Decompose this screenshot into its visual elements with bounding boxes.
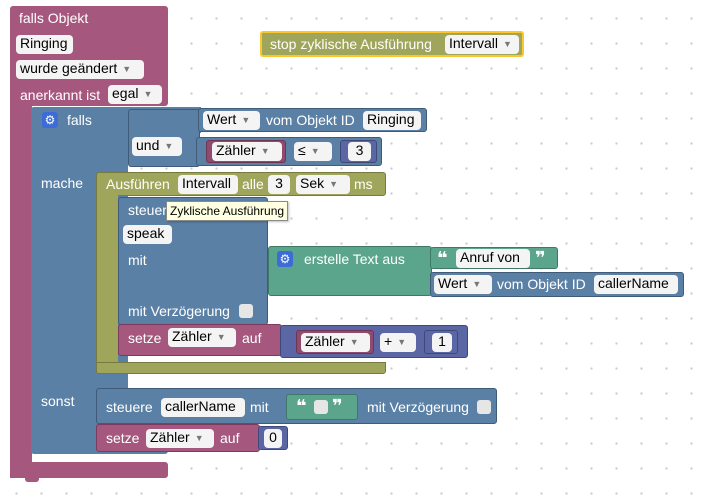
- and-label: und: [136, 137, 160, 153]
- trigger-footer: [10, 462, 168, 478]
- value-object-id-field[interactable]: Ringing: [363, 111, 421, 130]
- set-variable-dropdown[interactable]: Zähler ▼: [168, 328, 236, 347]
- close-quote-icon: ❞: [332, 396, 343, 416]
- else-delay-label: mit Verzögerung: [367, 399, 469, 415]
- interval-amount: 3: [275, 175, 283, 191]
- math-operator: +: [384, 333, 393, 349]
- trigger-object-id-field[interactable]: Ringing: [16, 35, 73, 54]
- set-label: setze: [128, 330, 162, 346]
- chevron-down-icon: ▼: [122, 64, 132, 74]
- interval-spine: [96, 194, 118, 370]
- else-control-label: steuere: [106, 399, 153, 415]
- text-object-id: callerName: [598, 275, 669, 291]
- math-operand-dropdown[interactable]: Zähler ▼: [301, 333, 370, 352]
- run-label: Ausführen: [106, 176, 170, 192]
- else-number-field[interactable]: 0: [264, 429, 282, 448]
- acknowledged-value: egal: [112, 85, 139, 101]
- else-set-to-label: auf: [220, 430, 240, 446]
- set-variable: Zähler: [172, 328, 212, 344]
- else-set-variable-dropdown[interactable]: Zähler ▼: [146, 429, 214, 448]
- open-quote-icon: ❝: [296, 396, 307, 416]
- else-label: sonst: [41, 393, 75, 409]
- control-delay-checkbox[interactable]: [239, 304, 253, 318]
- trigger-spine: [10, 100, 32, 478]
- control-target: speak: [127, 225, 165, 241]
- chevron-down-icon: ▼: [241, 115, 251, 125]
- interval-unit: Sek: [300, 175, 325, 191]
- text-gear-icon[interactable]: ⚙: [277, 251, 293, 267]
- chevron-down-icon: ▼: [397, 337, 407, 347]
- trigger-header: falls Objekt: [19, 10, 89, 26]
- interval-name-field[interactable]: Intervall: [178, 175, 238, 194]
- text-object-id-field[interactable]: callerName: [594, 275, 678, 294]
- control-delay-label: mit Verzögerung: [128, 303, 230, 319]
- else-set-variable: Zähler: [150, 429, 190, 445]
- every-label: alle: [242, 176, 264, 192]
- math-number-field[interactable]: 1: [432, 333, 452, 352]
- chevron-down-icon: ▼: [164, 141, 174, 151]
- and-dropdown[interactable]: und ▼: [132, 137, 182, 156]
- chevron-down-icon: ▼: [216, 332, 226, 342]
- trigger-changed-dropdown[interactable]: wurde geändert ▼: [16, 60, 144, 79]
- trigger-object-id: Ringing: [20, 35, 68, 51]
- text-literal: Anruf von: [460, 249, 520, 265]
- control-label: steuer: [128, 202, 167, 218]
- value-label: Wert: [207, 111, 237, 127]
- acknowledged-label: anerkannt ist: [20, 87, 101, 103]
- open-quote-icon: ❝: [437, 248, 448, 268]
- text-create-block[interactable]: [268, 246, 432, 296]
- stop-interval-name: Intervall: [449, 35, 499, 51]
- operator-dropdown[interactable]: ≤▼: [294, 142, 332, 161]
- counter-variable-label: Zähler: [216, 142, 256, 158]
- else-number: 0: [269, 429, 277, 445]
- else-control-with-label: mit: [250, 399, 269, 415]
- else-control-target-field[interactable]: callerName: [161, 398, 245, 417]
- interval-footer: [96, 362, 386, 374]
- chevron-down-icon: ▼: [194, 433, 204, 443]
- chevron-down-icon: ▼: [310, 146, 320, 156]
- chevron-down-icon: ▼: [329, 179, 339, 189]
- chevron-down-icon: ▼: [503, 39, 512, 49]
- acknowledged-dropdown[interactable]: egal ▼: [108, 85, 162, 104]
- text-value-dropdown[interactable]: Wert ▼: [434, 275, 492, 294]
- math-operator-dropdown[interactable]: +▼: [380, 333, 416, 352]
- interval-unit-dropdown[interactable]: Sek ▼: [296, 175, 350, 194]
- text-value-label: Wert: [438, 275, 468, 291]
- chevron-down-icon: ▼: [472, 279, 482, 289]
- control-with-label: mit: [128, 252, 147, 268]
- counter-variable-dropdown[interactable]: Zähler ▼: [212, 142, 282, 161]
- math-operand: Zähler: [305, 333, 345, 349]
- trigger-changed-label: wurde geändert: [20, 60, 118, 76]
- text-create-label: erstelle Text aus: [304, 251, 405, 267]
- empty-text-field[interactable]: [314, 400, 328, 414]
- stop-label: stop zyklische Ausführung: [270, 36, 432, 52]
- chevron-down-icon: ▼: [143, 89, 153, 99]
- value-dropdown[interactable]: Wert ▼: [203, 111, 260, 130]
- else-control-target: callerName: [165, 398, 236, 414]
- if-label: falls: [67, 112, 92, 128]
- else-delay-checkbox[interactable]: [477, 400, 491, 414]
- compare-number-field[interactable]: 3: [348, 142, 371, 161]
- ms-label: ms: [354, 176, 373, 192]
- compare-number: 3: [355, 142, 364, 158]
- control-target-field[interactable]: speak: [123, 225, 172, 244]
- value-object-id: Ringing: [367, 111, 415, 127]
- text-of-object-label: vom Objekt ID: [497, 276, 586, 292]
- if-gear-icon[interactable]: ⚙: [42, 112, 58, 128]
- math-number: 1: [438, 333, 446, 349]
- stop-interval-dropdown[interactable]: Intervall ▼: [445, 35, 519, 54]
- interval-amount-field[interactable]: 3: [268, 175, 290, 194]
- set-to-label: auf: [242, 330, 262, 346]
- do-label: mache: [41, 175, 84, 191]
- tooltip: Zyklische Ausführung: [166, 201, 289, 221]
- chevron-down-icon: ▼: [349, 337, 359, 347]
- chevron-down-icon: ▼: [260, 146, 270, 156]
- of-object-label: vom Objekt ID: [266, 112, 355, 128]
- trigger-bottom-tab: [25, 476, 39, 482]
- else-set-label: setze: [106, 430, 140, 446]
- text-literal-field[interactable]: Anruf von: [456, 249, 530, 268]
- operator-label: ≤: [298, 142, 306, 158]
- interval-name: Intervall: [182, 175, 232, 191]
- close-quote-icon: ❞: [535, 248, 546, 268]
